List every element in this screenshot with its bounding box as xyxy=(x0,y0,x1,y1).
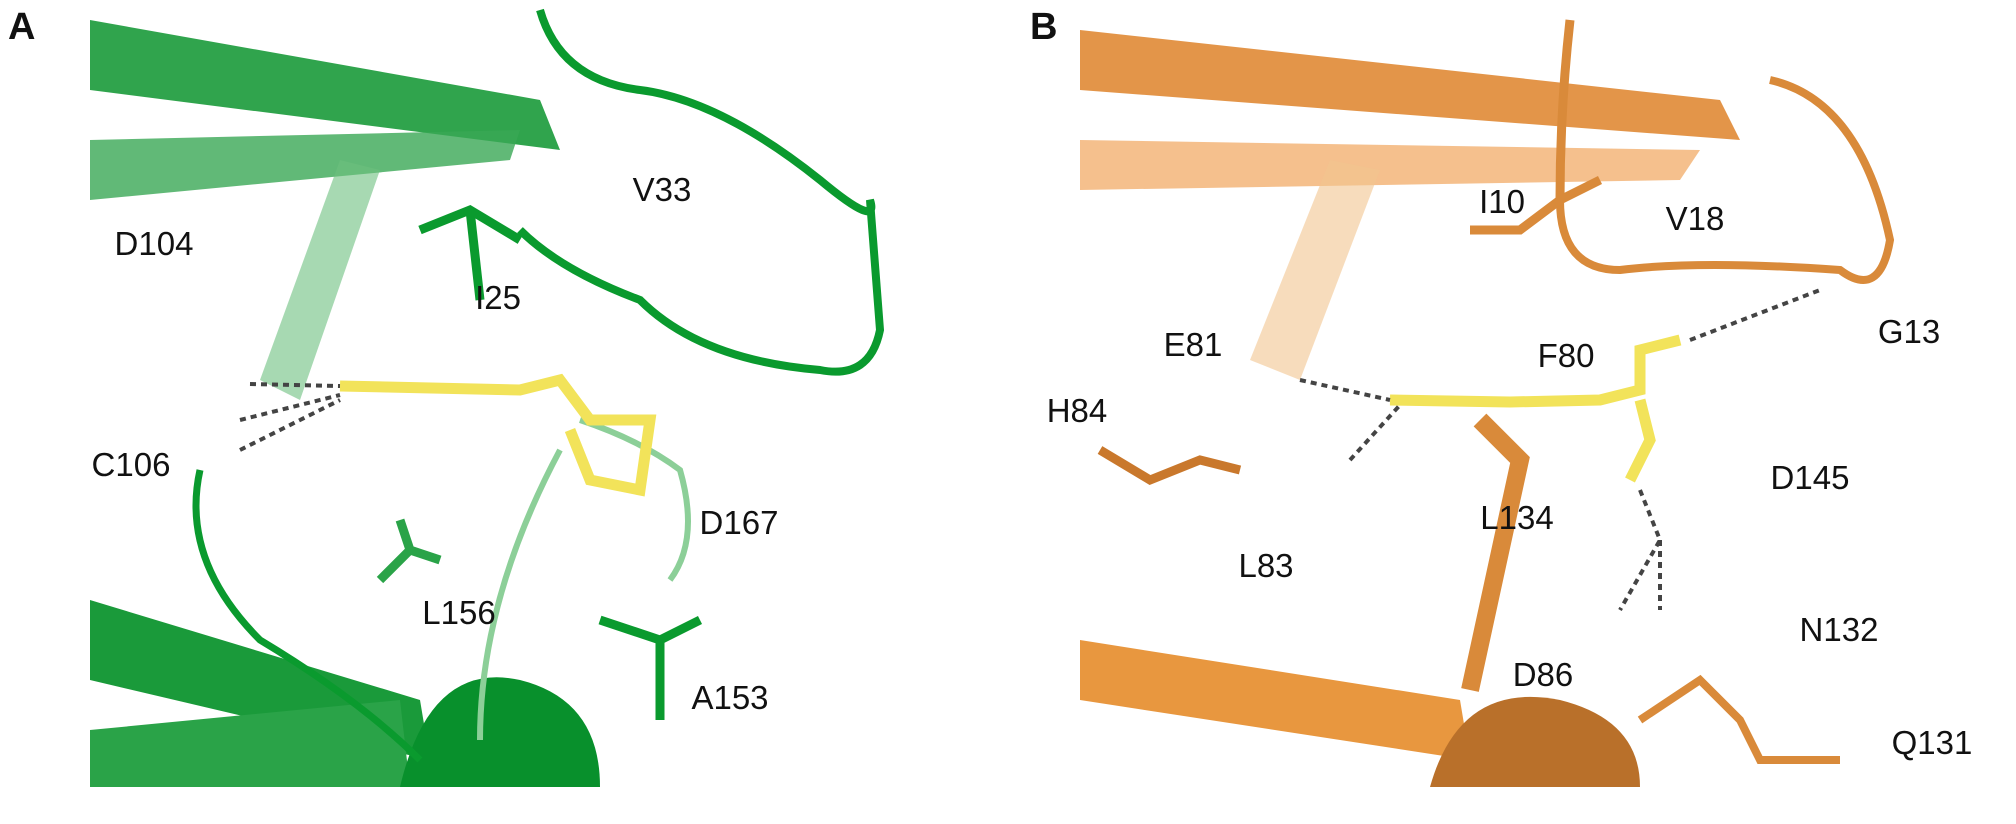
loop xyxy=(517,8,885,376)
loop xyxy=(1556,76,1895,284)
panel-b-letter: B xyxy=(1030,6,1058,48)
ligand xyxy=(1389,334,1682,483)
residue-label: L156 xyxy=(422,594,496,631)
side-chain xyxy=(418,204,523,301)
residue-label: V18 xyxy=(1665,200,1725,237)
residue-label: D86 xyxy=(1512,656,1574,693)
side-chain xyxy=(376,518,442,584)
side-chain xyxy=(1637,674,1840,764)
residue-label: L134 xyxy=(1480,499,1554,536)
helix xyxy=(400,677,600,787)
panel-a-letter: A xyxy=(8,6,36,48)
residue-label: Q131 xyxy=(1891,724,1973,761)
loop xyxy=(192,469,423,763)
residue-label: D104 xyxy=(114,225,194,262)
beta-sheet xyxy=(1080,640,1470,760)
side-chain xyxy=(1470,19,1603,235)
residue-label: L83 xyxy=(1238,547,1294,584)
hydrogen-bond xyxy=(239,382,341,452)
residue-label: F80 xyxy=(1537,337,1595,374)
residue-label: V33 xyxy=(632,171,692,208)
loop xyxy=(477,417,691,741)
hydrogen-bond xyxy=(1299,288,1821,611)
residue-label: I10 xyxy=(1479,183,1525,220)
beta-sheet xyxy=(90,700,410,787)
residue-label: E81 xyxy=(1163,326,1223,363)
panel-a-structure xyxy=(90,0,913,787)
residue-label: N132 xyxy=(1799,611,1879,648)
beta-sheet xyxy=(1080,140,1700,190)
residue-label: D145 xyxy=(1770,459,1850,496)
residue-label: I25 xyxy=(475,279,521,316)
helix xyxy=(1430,696,1640,787)
residue-label: C106 xyxy=(91,446,171,483)
residue-label: A153 xyxy=(691,679,769,716)
residue-label: H84 xyxy=(1046,392,1108,429)
residue-label: D167 xyxy=(699,504,779,541)
panel-b-structure xyxy=(1080,19,1895,787)
beta-sheet xyxy=(90,130,520,200)
beta-strand xyxy=(1461,413,1530,692)
side-chain xyxy=(1097,446,1242,486)
ligand xyxy=(339,373,657,497)
beta-sheet xyxy=(90,20,560,150)
side-chain xyxy=(598,615,703,720)
beta-sheet xyxy=(1080,30,1740,140)
beta-sheet xyxy=(260,160,380,400)
beta-sheet xyxy=(1250,160,1380,380)
residue-label: G13 xyxy=(1877,313,1941,350)
